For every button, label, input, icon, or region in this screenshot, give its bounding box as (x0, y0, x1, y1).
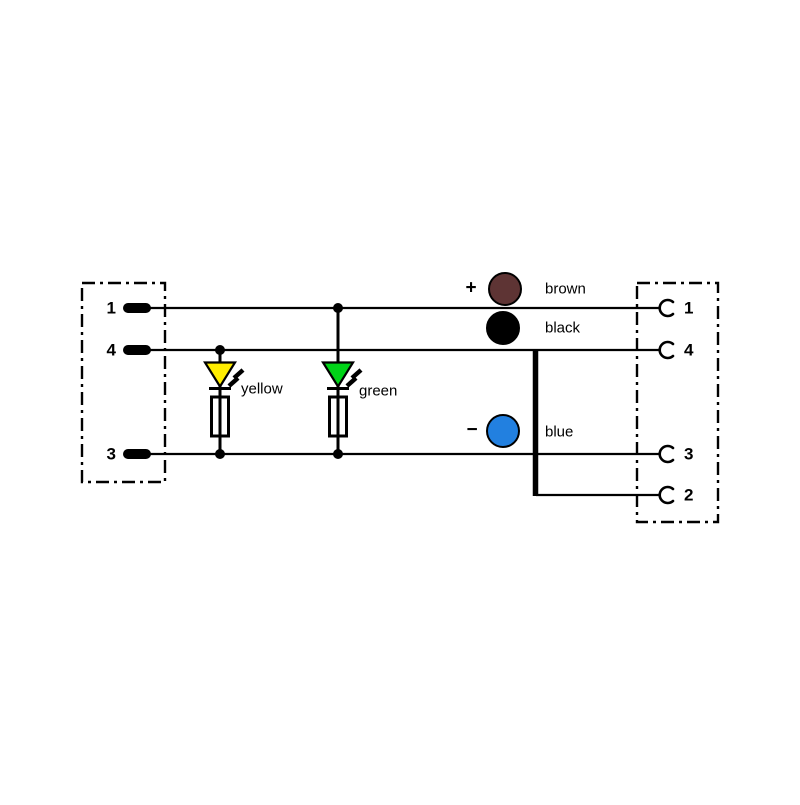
green-led-light-arrow-2 (345, 376, 358, 388)
yellow-led-triangle (203, 361, 237, 389)
left-pin-3-label: 3 (107, 445, 116, 464)
left-pin-3-contact (123, 449, 151, 459)
left-pin-4-contact (123, 345, 151, 355)
right-pin-1-socket (658, 298, 675, 318)
yellow-led-resistor (210, 395, 230, 438)
black-wire-label: black (545, 320, 581, 337)
yellow-led-light-arrow-2 (227, 376, 240, 388)
green-led-resistor (328, 395, 348, 438)
right-pin-3-label: 3 (684, 445, 693, 464)
right-connector-housing (635, 281, 720, 524)
minus-sign: − (466, 420, 477, 441)
green-led-label: green (359, 383, 397, 400)
blue-wire-marker (486, 414, 520, 448)
blue-wire-label: blue (545, 424, 573, 441)
left-connector-housing (80, 281, 167, 484)
right-pin-1-label: 1 (684, 299, 693, 318)
right-pin-4-socket (658, 340, 675, 360)
junction-dot-green-top (333, 303, 343, 313)
brown-wire-marker (488, 272, 522, 306)
left-pin-4-label: 4 (107, 341, 117, 360)
green-led-light-arrow-1 (350, 368, 363, 380)
left-pin-1-contact (123, 303, 151, 313)
junction-dot-yellow-bottom (215, 449, 225, 459)
right-pin-4-label: 4 (684, 341, 694, 360)
green-led-triangle (321, 361, 355, 389)
junction-dot-green-bottom (333, 449, 343, 459)
left-pin-1-label: 1 (107, 299, 116, 318)
right-pin-3-socket (658, 444, 675, 464)
right-pin-2-socket (658, 485, 675, 505)
yellow-led-label: yellow (241, 381, 283, 398)
junction-dot-yellow-top (215, 345, 225, 355)
right-pin-2-label: 2 (684, 486, 693, 505)
yellow-led-light-arrow-1 (232, 368, 245, 380)
black-wire-marker (486, 311, 520, 345)
plus-sign: + (465, 278, 476, 299)
brown-wire-label: brown (545, 281, 586, 298)
